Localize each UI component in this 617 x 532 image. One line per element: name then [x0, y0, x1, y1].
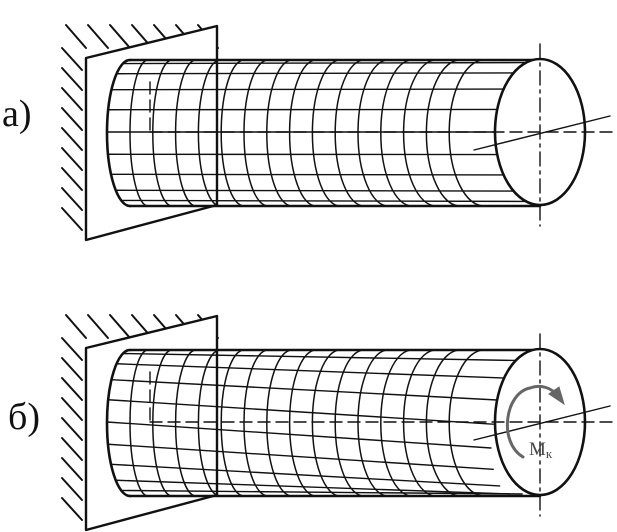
- twisted-generator-line: [115, 363, 511, 379]
- circumferential-ring: [380, 349, 413, 497]
- generator-line: [122, 199, 527, 203]
- wall-plate: [84, 314, 219, 532]
- wall-hatch-top: [109, 314, 131, 339]
- circumferential-ring: [220, 349, 245, 497]
- panel-label-b: б): [8, 396, 40, 438]
- circumferential-ring: [288, 59, 317, 207]
- circumferential-ring: [174, 59, 197, 207]
- twisted-generator-line: [107, 443, 494, 470]
- circumferential-ring: [152, 59, 173, 207]
- circumferential-ring: [448, 349, 485, 497]
- wall-hatch-left: [61, 357, 83, 381]
- wall-hatch-top: [87, 24, 109, 49]
- generator-line: [122, 61, 527, 65]
- torque-arrow-body: [505, 386, 532, 459]
- circumferential-ring: [425, 349, 461, 497]
- circumferential-ring: [334, 59, 365, 207]
- circumferential-ring: [357, 349, 389, 497]
- torque-symbol: M: [529, 439, 546, 460]
- wall-hatch-top: [109, 24, 131, 49]
- wall-hatch-left: [61, 377, 83, 401]
- wall-hatch-left: [61, 107, 83, 131]
- circumferential-ring: [402, 59, 437, 207]
- left-end-ellipse: [105, 58, 132, 208]
- circumferential-ring: [243, 349, 269, 497]
- wall-hatch-left: [61, 457, 83, 481]
- generator-line: [115, 72, 515, 75]
- wall-hatch-top: [65, 314, 87, 339]
- twisted-generator-line: [110, 463, 501, 487]
- circumferential-ring: [174, 349, 197, 497]
- circumferential-ring: [197, 59, 221, 207]
- circumferential-ring: [266, 59, 293, 207]
- wall-hatch-left: [61, 87, 83, 111]
- wall-hatch-top: [65, 24, 87, 49]
- torque-label: Mк: [529, 439, 552, 462]
- circumferential-ring: [197, 349, 221, 497]
- wall-hatch-left: [61, 167, 83, 191]
- wall-hatch-left: [61, 497, 83, 521]
- radius-line: [473, 115, 611, 151]
- wall-hatch-top: [87, 314, 109, 339]
- circumferential-ring: [311, 349, 341, 497]
- wall-hatch-left: [61, 67, 83, 91]
- panel-a-untwisted-cylinder: [61, 24, 613, 242]
- wall-hatch-left: [61, 417, 83, 441]
- wall-hatch-left: [61, 207, 83, 231]
- torque-subscript: к: [545, 446, 553, 461]
- wall-hatch-left: [61, 127, 83, 151]
- wall-hatch-left: [61, 47, 83, 71]
- panel-label-a: а): [2, 93, 32, 135]
- twisted-generator-line: [110, 378, 501, 401]
- circumferential-ring: [243, 59, 269, 207]
- circumferential-ring: [402, 349, 437, 497]
- circumferential-ring: [334, 349, 365, 497]
- left-end-ellipse: [105, 348, 132, 498]
- wall-plate: [84, 24, 219, 242]
- circumferential-ring: [425, 59, 461, 207]
- circumferential-ring: [311, 59, 341, 207]
- circumferential-ring: [448, 59, 485, 207]
- generator-line: [110, 88, 505, 91]
- circumferential-ring: [220, 59, 245, 207]
- circumferential-ring: [288, 349, 317, 497]
- generator-line: [110, 173, 505, 176]
- twisted-generator-line: [115, 479, 511, 495]
- generator-line: [115, 189, 515, 192]
- twisted-generator-line: [122, 489, 523, 495]
- wall-hatch-left: [61, 337, 83, 361]
- circumferential-ring: [152, 349, 173, 497]
- panel-b-twisted-cylinder: [61, 314, 613, 532]
- circumferential-ring: [129, 349, 149, 497]
- wall-hatch-left: [61, 397, 83, 421]
- wall-hatch-left: [61, 477, 83, 501]
- wall-hatch-left: [61, 437, 83, 461]
- circumferential-ring: [357, 59, 389, 207]
- circumferential-ring: [380, 59, 413, 207]
- circumferential-ring: [129, 59, 149, 207]
- torque-arrowhead: [548, 386, 565, 406]
- wall-hatch-left: [61, 147, 83, 171]
- wall-hatch-left: [61, 187, 83, 211]
- twisted-generator-line: [107, 399, 494, 425]
- circumferential-ring: [266, 349, 293, 497]
- radius-line: [473, 405, 611, 441]
